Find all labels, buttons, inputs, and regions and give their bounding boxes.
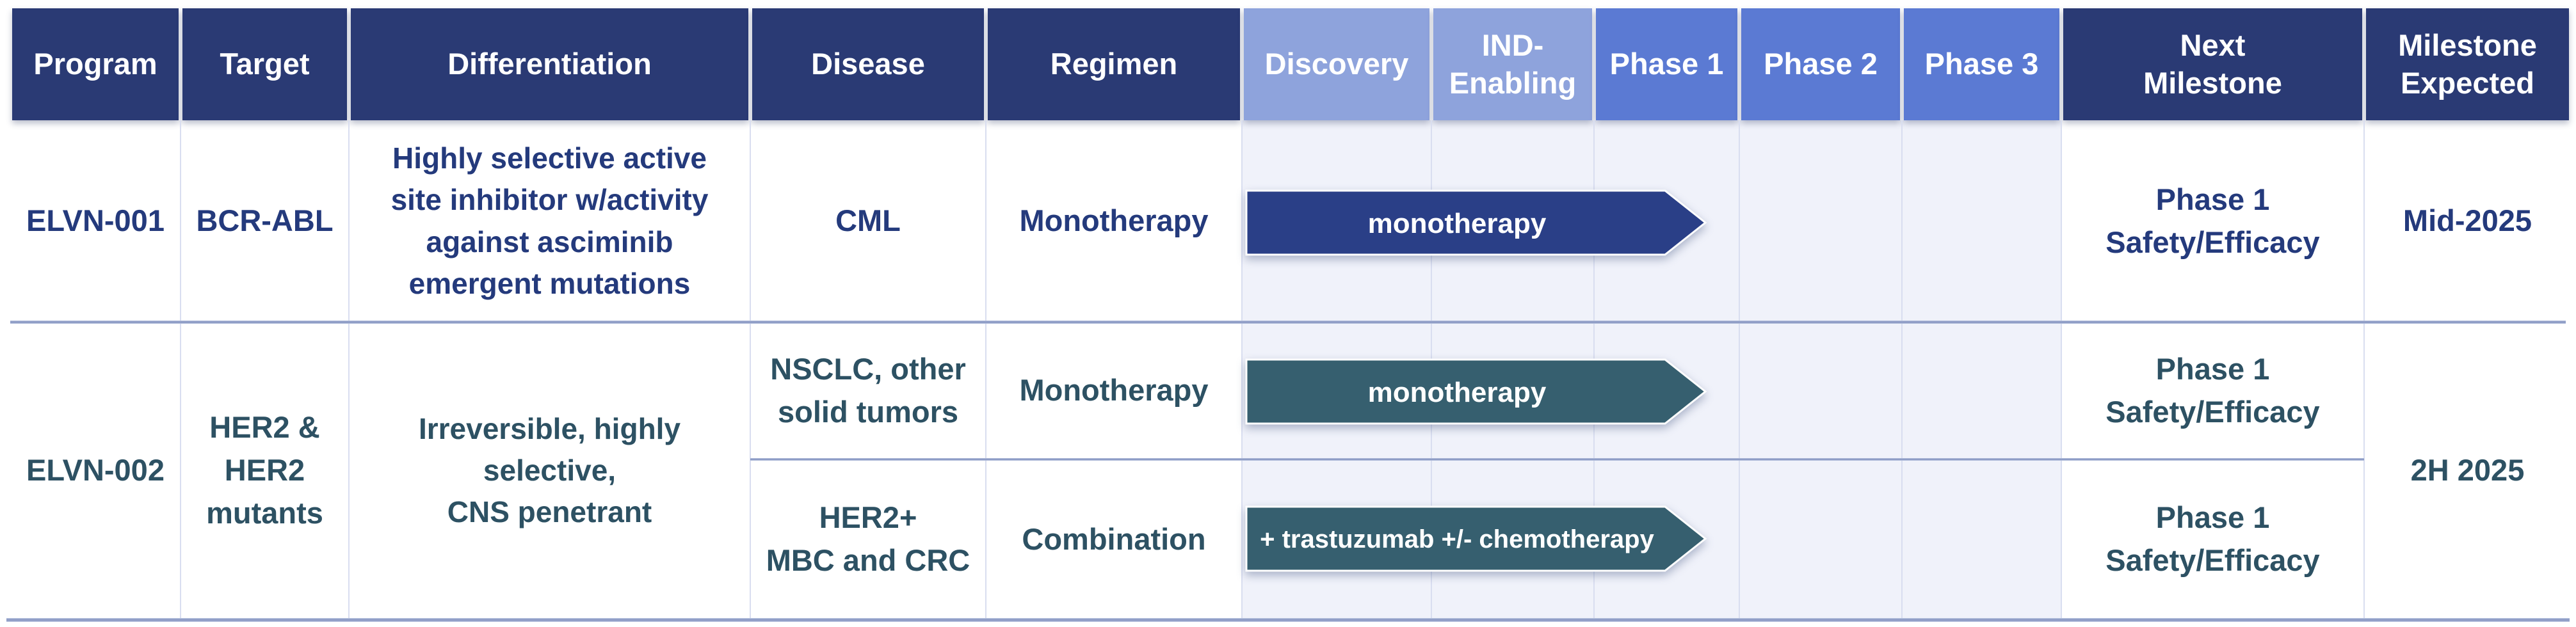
column-separator [348, 120, 350, 619]
column-header-program: Program [12, 8, 179, 120]
cell-regimen-monotherapy-2: Monotherapy [1019, 373, 1209, 408]
column-header-target: Target [182, 8, 347, 120]
stage-arrow-label: monotherapy [1368, 377, 1547, 408]
stage-arrow-label: monotherapy [1368, 208, 1547, 239]
cell-target-bcr-abl: BCR-ABL [196, 203, 334, 238]
cell-milestone-expected-2h-2025: 2H 2025 [2410, 453, 2525, 488]
cell-next-milestone-3: Phase 1 Safety/Efficacy [2105, 500, 2320, 577]
column-separator [985, 120, 986, 619]
table-bottom-border [6, 618, 2570, 622]
column-header-regimen: Regimen [988, 8, 1240, 120]
column-header-differentiation: Differentiation [351, 8, 748, 120]
cell-milestone-expected-mid-2025: Mid-2025 [2403, 203, 2532, 238]
stage-arrow-elvn-001-monotherapy: monotherapy [1245, 189, 1707, 256]
column-header-disease: Disease [752, 8, 984, 120]
stage-arrow-elvn-002-monotherapy: monotherapy [1245, 358, 1707, 425]
column-separator [1241, 120, 1243, 619]
cell-regimen-monotherapy-1: Monotherapy [1019, 203, 1209, 238]
cell-differentiation-elvn-002: Irreversible, highly selective, CNS pene… [418, 411, 681, 529]
cell-disease-her2-mbc-crc: HER2+ MBC and CRC [766, 500, 970, 577]
column-separator [2061, 120, 2062, 619]
cell-target-her2: HER2 & HER2 mutants [206, 410, 323, 530]
cell-disease-cml: CML [835, 203, 901, 238]
column-separator [1739, 120, 1740, 619]
column-header-milestone-expected: Milestone Expected [2366, 8, 2569, 120]
stage-arrow-elvn-002-combination: + trastuzumab +/- chemotherapy [1245, 505, 1707, 572]
row-divider [10, 321, 2566, 324]
column-header-discovery: Discovery [1244, 8, 1429, 120]
column-separator [1901, 120, 1903, 619]
column-header-next-milestone: Next Milestone [2063, 8, 2362, 120]
column-separator [2363, 120, 2365, 619]
column-separator [750, 120, 751, 619]
column-header-phase-3: Phase 3 [1904, 8, 2059, 120]
cell-differentiation-elvn-001: Highly selective active site inhibitor w… [390, 141, 709, 300]
cell-program-elvn-001: ELVN-001 [26, 203, 165, 238]
cell-next-milestone-2: Phase 1 Safety/Efficacy [2105, 351, 2320, 429]
stage-arrow-label: + trastuzumab +/- chemotherapy [1260, 525, 1654, 553]
column-header-phase-1: Phase 1 [1596, 8, 1737, 120]
cell-regimen-combination: Combination [1022, 521, 1206, 556]
cell-program-elvn-002: ELVN-002 [26, 453, 165, 488]
cell-disease-nsclc: NSCLC, other solid tumors [770, 351, 966, 429]
cell-next-milestone-1: Phase 1 Safety/Efficacy [2105, 182, 2320, 259]
column-header-ind-enabling: IND- Enabling [1433, 8, 1592, 120]
column-separator [180, 120, 181, 619]
column-header-phase-2: Phase 2 [1741, 8, 1900, 120]
subrow-divider [750, 458, 2364, 461]
